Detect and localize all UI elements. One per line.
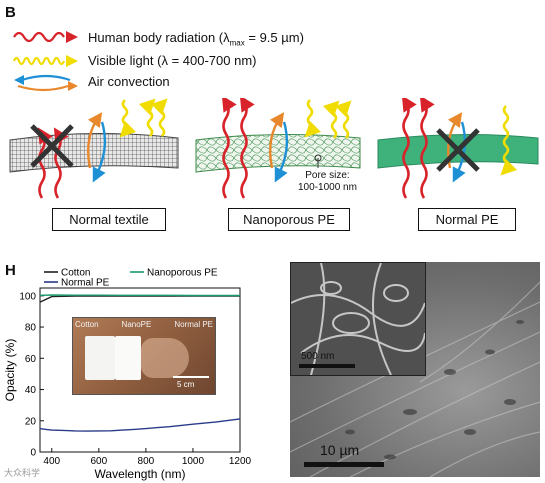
y-tick-label: 40 (25, 385, 37, 396)
x-tick-label: 1000 (182, 456, 205, 467)
panel-h-letter: H (5, 262, 16, 279)
label-normal-pe: Normal PE (418, 208, 516, 231)
photo-scale-label: 5 cm (177, 380, 195, 389)
hand-shape (141, 338, 189, 378)
pore-size-annotation: Pore size: 100-1000 nm (298, 170, 357, 194)
sem-inset-scale-bar (299, 364, 355, 368)
series-line-normal-pe (39, 418, 241, 432)
y-tick-label: 60 (25, 354, 37, 365)
series-line-cotton (39, 295, 240, 303)
x-tick-label: 800 (138, 456, 155, 467)
y-tick-label: 80 (25, 323, 37, 334)
sem-inset-scale-label: 500 nm (301, 351, 335, 362)
y-tick-label: 0 (30, 448, 36, 459)
photo-label-normal-pe: Normal PE (174, 320, 213, 329)
legend-body-radiation: Human body radiation (λmax = 9.5 µm) (88, 30, 304, 48)
wavy-red-arrow-icon (13, 31, 78, 43)
legend-label-0: Cotton (61, 268, 90, 279)
sem-scale-bar (304, 462, 384, 467)
normal-pe-schematic (377, 98, 539, 199)
legend-air-convection: Air convection (88, 74, 170, 89)
pore-size-value: 100-1000 nm (298, 182, 357, 193)
legend-label-2: Normal PE (61, 278, 110, 289)
y-axis-label: Opacity (%) (3, 339, 17, 402)
pore-size-label: Pore size: (305, 170, 350, 181)
nanope-sample (115, 336, 141, 380)
series-line-nanoporous-pe (39, 294, 240, 297)
photo-labels: Cotton NanoPE Normal PE (75, 320, 213, 329)
label-normal-textile: Normal textile (52, 208, 166, 231)
watermark: 大众科学 (4, 468, 41, 478)
legend-label-1: Nanoporous PE (147, 268, 218, 279)
x-tick-label: 400 (43, 456, 60, 467)
x-tick-label: 1200 (229, 456, 252, 467)
y-tick-label: 100 (19, 291, 36, 302)
sample-photo: Cotton NanoPE Normal PE 5 cm (72, 317, 216, 395)
y-tick-label: 20 (25, 416, 37, 427)
wavy-yellow-arrow-icon (12, 55, 78, 67)
sem-inset: 500 nm (290, 262, 426, 376)
nanoporous-pe-schematic (195, 98, 361, 199)
panel-b-schematics (9, 98, 539, 199)
plot-frame (39, 287, 241, 453)
x-tick-label: 600 (90, 456, 107, 467)
panel-b-letter: B (5, 4, 16, 21)
legend-visible-light: Visible light (λ = 400-700 nm) (88, 53, 257, 68)
photo-label-nanope: NanoPE (121, 320, 152, 329)
photo-scale-bar (173, 376, 209, 378)
panel-b-legend-icons (12, 31, 78, 92)
normal-textile-schematic (9, 98, 179, 199)
x-axis-label: Wavelength (nm) (95, 467, 186, 481)
sem-image: 500 nm 10 µm (290, 262, 540, 477)
sem-scale-label: 10 µm (320, 442, 360, 458)
cotton-sample (85, 336, 115, 380)
photo-label-cotton: Cotton (75, 320, 99, 329)
sem-inset-texture (291, 263, 425, 375)
air-convection-arrows-icon (14, 74, 78, 92)
opacity-chart: 400 600 800 1000 1200 0 20 40 60 80 100Wavelength … (3, 268, 252, 482)
label-nanoporous-pe: Nanoporous PE (228, 208, 350, 231)
